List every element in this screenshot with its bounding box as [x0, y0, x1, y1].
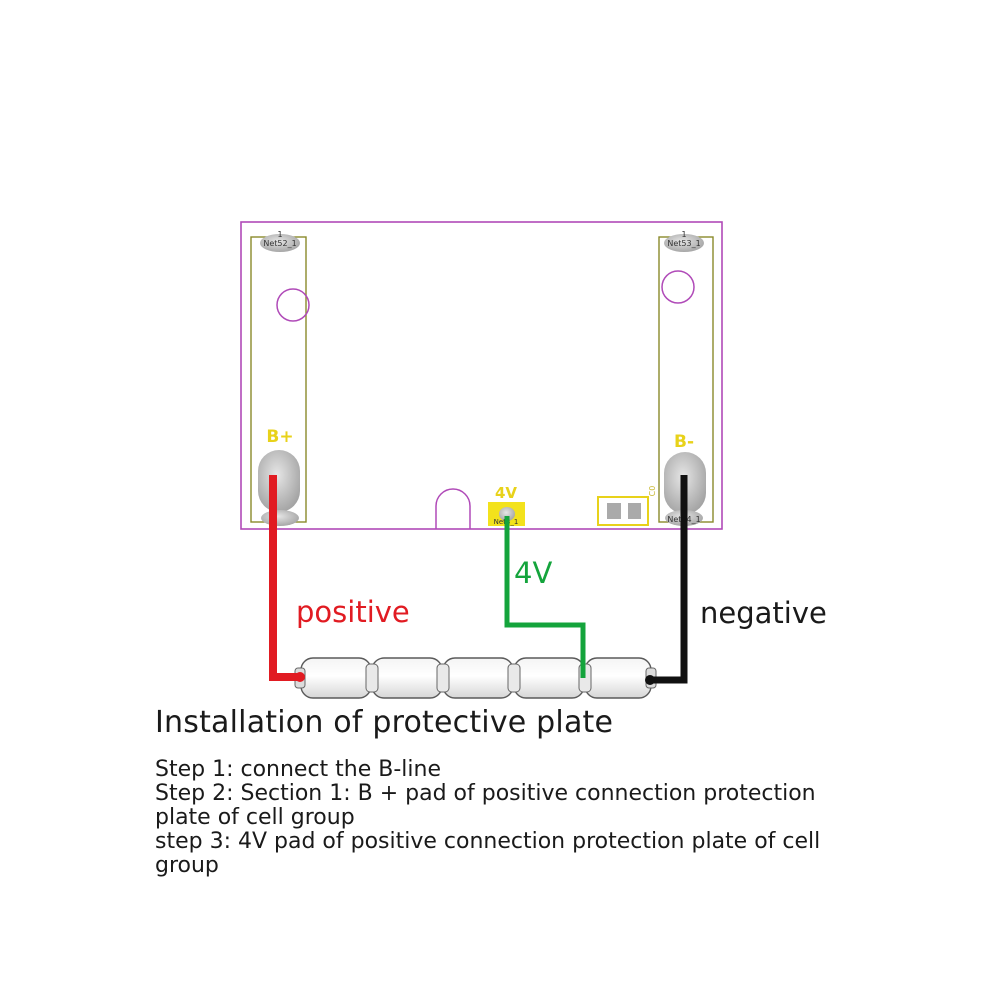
top-right-net-label: Net53_1	[667, 239, 700, 248]
positive-wire-label: positive	[296, 595, 410, 629]
4v-wire-label: 4V	[514, 556, 552, 590]
cell-junction	[507, 663, 521, 693]
installation-steps: Step 1: connect the B-line Step 2: Secti…	[155, 758, 855, 878]
caption-title: Installation of protective plate	[155, 705, 614, 740]
battery-cell	[371, 657, 443, 699]
center-notch	[435, 488, 471, 529]
positive-wire-end	[295, 672, 305, 682]
battery-cell	[442, 657, 514, 699]
negative-wire	[648, 475, 688, 684]
top-right-pin-number: 1	[681, 230, 686, 239]
small-component-pad-right	[628, 503, 641, 519]
top-left-pin-number: 1	[277, 230, 282, 239]
battery-cell	[584, 657, 652, 699]
cell-junction	[436, 663, 450, 693]
step-line: group	[155, 853, 219, 878]
small-component-pad-left	[607, 503, 621, 519]
battery-cell	[513, 657, 585, 699]
bminus-pad-label: B-	[674, 432, 694, 452]
small-component-marking: C0	[648, 486, 657, 497]
positive-wire	[269, 475, 300, 681]
top-left-net-label: Net52_1	[263, 239, 296, 248]
bplus-pad-label: B+	[266, 427, 293, 447]
bottom-left-pad	[261, 510, 299, 526]
small-component-footprint	[597, 496, 649, 526]
4v-pad-hole	[499, 507, 515, 521]
step-line: Step 2: Section 1: B + pad of positive c…	[155, 781, 816, 806]
battery-cell-group	[294, 657, 657, 699]
right-mounting-hole	[661, 270, 695, 304]
step-line: plate of cell group	[155, 805, 355, 830]
top-right-pad	[664, 234, 704, 252]
top-left-pad	[260, 234, 300, 252]
4v-wire	[504, 516, 586, 678]
negative-wire-label: negative	[700, 596, 827, 630]
step-line: Step 1: connect the B-line	[155, 757, 442, 782]
cell-junction	[365, 663, 379, 693]
step-line: step 3: 4V pad of positive connection pr…	[155, 829, 821, 854]
bplus-pad	[258, 450, 300, 512]
battery-cell	[300, 657, 372, 699]
pcb-outline	[240, 221, 723, 530]
negative-wire-end	[645, 675, 655, 685]
4v-pad-label: 4V	[495, 484, 517, 502]
left-mounting-hole	[276, 288, 310, 322]
